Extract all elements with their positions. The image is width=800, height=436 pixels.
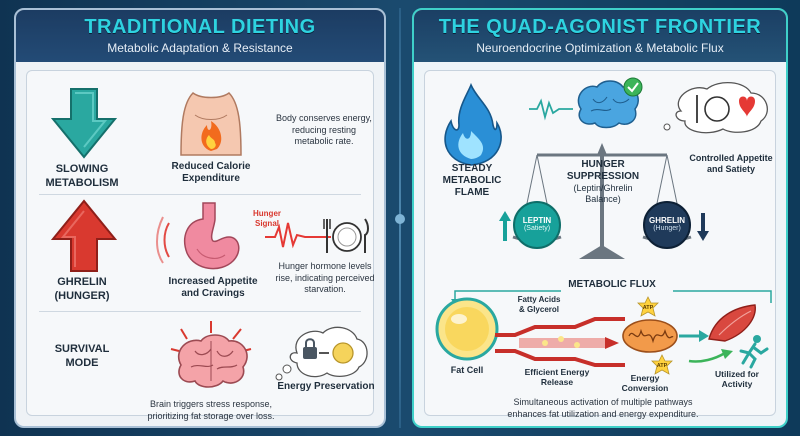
left-header: TRADITIONAL DIETING Metabolic Adaptation… xyxy=(16,10,384,62)
running-figure-icon xyxy=(739,335,769,369)
right-content: STEADY METABOLIC FLAME Controlled Appeti… xyxy=(424,70,776,419)
ghrelin-description: Hunger hormone levels rise, indicating p… xyxy=(275,261,375,295)
increased-appetite-caption: Increased Appetite and Cravings xyxy=(168,276,258,299)
muscle-icon xyxy=(708,304,756,342)
traditional-dieting-panel: TRADITIONAL DIETING Metabolic Adaptation… xyxy=(14,8,386,428)
ghrelin-hunger-label: GHRELIN (HUNGER) xyxy=(54,276,110,302)
efficient-energy-release-label: Efficient Energy Release xyxy=(524,367,590,388)
atp-text: ATP xyxy=(657,363,668,369)
slowing-metabolism-label: SLOWING METABOLISM xyxy=(45,163,119,189)
leptin-up-arrow-icon xyxy=(499,211,511,241)
curved-arrow-icon xyxy=(688,349,733,363)
steady-metabolic-flame-label: STEADY METABOLIC FLAME xyxy=(442,163,502,198)
slowing-metabolism-description: Body conserves energy, reducing resting … xyxy=(276,113,372,147)
right-title: THE QUAD-AGONIST FRONTIER xyxy=(438,16,762,38)
pulse-wave-icon xyxy=(529,98,573,121)
left-title: TRADITIONAL DIETING xyxy=(84,16,316,38)
survival-mode-description: Brain triggers stress response, prioriti… xyxy=(147,399,275,421)
fatty-acids-label: Fatty Acids & Glycerol xyxy=(517,295,561,314)
ghrelin-weight: GHRELIN (Hunger) xyxy=(643,201,691,249)
energy-preservation-caption: Energy Preservation xyxy=(277,381,375,392)
left-subtitle: Metabolic Adaptation & Resistance xyxy=(107,41,293,55)
hunger-signal-wave-icon xyxy=(265,222,331,249)
flux-footer-description: Simultaneous activation of multiple path… xyxy=(507,397,699,419)
plate-cutlery-icon xyxy=(323,218,369,253)
ghrelin-down-arrow-icon xyxy=(697,213,709,241)
up-arrow-icon xyxy=(50,199,118,272)
survival-mode-label: SURVIVAL MODE xyxy=(54,343,110,369)
row-separator xyxy=(39,311,361,312)
flux-loop-arrow-icon xyxy=(451,290,772,305)
thought-bubble-lock-icon xyxy=(275,326,368,381)
hunger-suppression-label: HUNGER SUPPRESSION (Leptin/Ghrelin Balan… xyxy=(566,159,640,204)
left-content: SLOWING METABOLISM Reduced Calorie Expen… xyxy=(26,70,375,421)
utilized-for-activity-label: Utilized for Activity xyxy=(715,369,759,390)
fat-cell-label: Fat Cell xyxy=(450,365,484,375)
atp-text: ATP xyxy=(643,305,654,311)
blue-flame-icon xyxy=(444,82,502,166)
stressed-brain-icon xyxy=(170,321,252,388)
leptin-weight: LEPTIN (Satiety) xyxy=(513,201,561,249)
atp-badge-icon: ATP xyxy=(651,354,673,375)
row-separator xyxy=(39,194,361,195)
quad-agonist-panel: THE QUAD-AGONIST FRONTIER Neuroendocrine… xyxy=(412,8,788,428)
reduced-calorie-caption: Reduced Calorie Expenditure xyxy=(171,161,251,184)
blood-vessel-icon xyxy=(495,317,625,367)
metabolic-flux-title: METABOLIC FLUX xyxy=(568,279,656,290)
right-header: THE QUAD-AGONIST FRONTIER Neuroendocrine… xyxy=(414,10,786,62)
brain-check-icon xyxy=(577,77,643,129)
atp-badge-icon: ATP xyxy=(637,296,659,317)
mitochondria-icon xyxy=(622,319,678,353)
fat-cell-icon xyxy=(435,297,499,361)
flow-arrow-icon xyxy=(679,330,709,342)
right-subtitle: Neuroendocrine Optimization & Metabolic … xyxy=(476,41,724,55)
divider-dot xyxy=(395,214,405,224)
energy-conversion-label: Energy Conversion xyxy=(621,373,669,394)
stomach-icon xyxy=(156,202,240,270)
thought-bubble-plate-heart-icon xyxy=(663,82,768,134)
hunger-signal-label: Hunger Signal xyxy=(253,209,281,228)
controlled-appetite-label: Controlled Appetite and Satiety xyxy=(689,153,773,174)
torso-flame-icon xyxy=(180,92,242,156)
down-arrow-icon xyxy=(50,88,118,159)
